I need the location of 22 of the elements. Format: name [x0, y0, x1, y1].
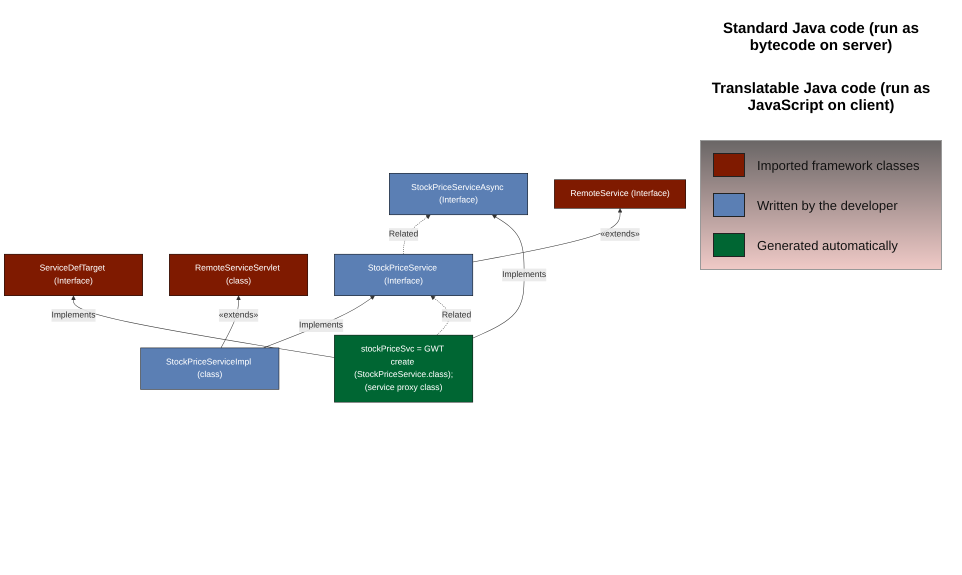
edge-label: Implements	[299, 320, 344, 330]
node-box: stockPriceSvc = GWT create (StockPriceService.class); (service proxy class)	[334, 334, 474, 402]
node-box: RemoteServiceServlet (class)	[169, 254, 308, 296]
legend-label: Generated automatically	[757, 238, 898, 252]
arrow	[472, 214, 524, 338]
code-note: Standard Java code (run as bytecode on server)	[722, 20, 920, 54]
edge-label: «extends»	[218, 310, 258, 320]
arrow	[472, 208, 622, 262]
edge-label: Related	[442, 310, 472, 320]
legend-label: Written by the developer	[757, 198, 898, 212]
node-box: StockPriceServiceImpl (class)	[140, 347, 280, 390]
arrow	[263, 295, 375, 348]
node-box: StockPriceServiceAsync (Interface)	[389, 172, 528, 215]
edge-label: Related	[388, 229, 418, 239]
code-note: Translatable Java code (run as JavaScript on client)	[710, 80, 932, 114]
node-box: ServiceDefTarget (Interface)	[4, 254, 143, 296]
edge-label: Implements	[51, 310, 96, 320]
node-box: RemoteService (Interface)	[554, 179, 686, 208]
legend-label: Imported framework classes	[757, 158, 920, 172]
node-box: StockPriceService (Interface)	[334, 254, 474, 296]
edge-label: «extends»	[600, 229, 640, 239]
edge-label: Implements	[502, 270, 546, 279]
